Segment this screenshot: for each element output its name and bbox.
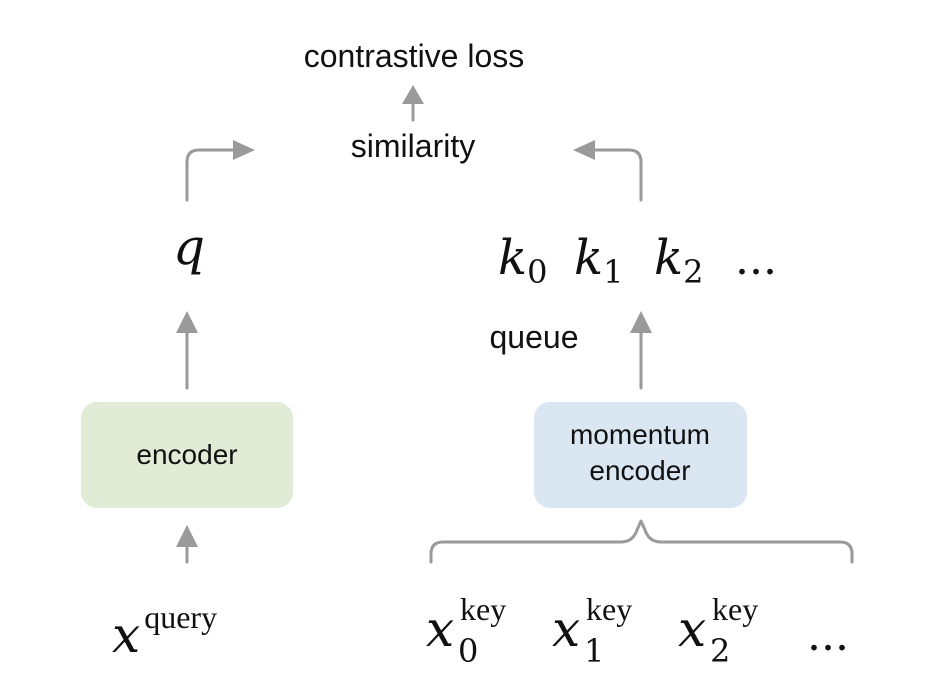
- encoder-label: encoder: [136, 439, 237, 470]
- key-k0: k0: [498, 230, 547, 291]
- key-queue: k0 k1 k2 ...: [498, 230, 777, 291]
- momentum-encoder-box: momentum encoder: [534, 402, 747, 508]
- arrow-q-to-similarity: [185, 140, 255, 202]
- encoder-box: encoder: [81, 402, 293, 508]
- svg-text:x: x: [552, 600, 580, 658]
- similarity-label: similarity: [351, 128, 475, 164]
- key-k1: k1: [574, 230, 623, 291]
- contrastive-loss-title: contrastive loss: [304, 38, 525, 74]
- arrow-encoder-to-q: [176, 311, 198, 390]
- svg-text:key: key: [586, 591, 632, 627]
- query-vector-q: q: [173, 218, 205, 276]
- key-input-x0: x key 0: [426, 591, 506, 670]
- arrow-keys-to-similarity: [573, 140, 643, 202]
- key-input-x1: x key 1: [552, 591, 632, 670]
- key-input-ellipsis: ...: [807, 610, 849, 661]
- arrow-momentum-encoder-to-keys: [630, 311, 652, 390]
- queue-label: queue: [490, 319, 579, 355]
- key-input-x2: x key 2: [678, 591, 758, 670]
- key-ellipsis: ...: [735, 234, 777, 285]
- svg-text:x: x: [426, 600, 454, 658]
- svg-text:x: x: [678, 600, 706, 658]
- svg-text:0: 0: [458, 632, 478, 670]
- svg-text:2: 2: [710, 632, 730, 670]
- momentum-encoder-label-line1: momentum: [570, 419, 710, 450]
- key-k2: k2: [654, 230, 703, 291]
- momentum-encoder-label-line2: encoder: [589, 455, 690, 486]
- svg-text:key: key: [712, 591, 758, 627]
- svg-text:key: key: [460, 591, 506, 627]
- key-inputs-brace: [429, 519, 854, 564]
- arrow-similarity-to-loss: [402, 85, 424, 122]
- svg-text:1: 1: [584, 632, 604, 670]
- arrow-xquery-to-encoder: [176, 525, 198, 564]
